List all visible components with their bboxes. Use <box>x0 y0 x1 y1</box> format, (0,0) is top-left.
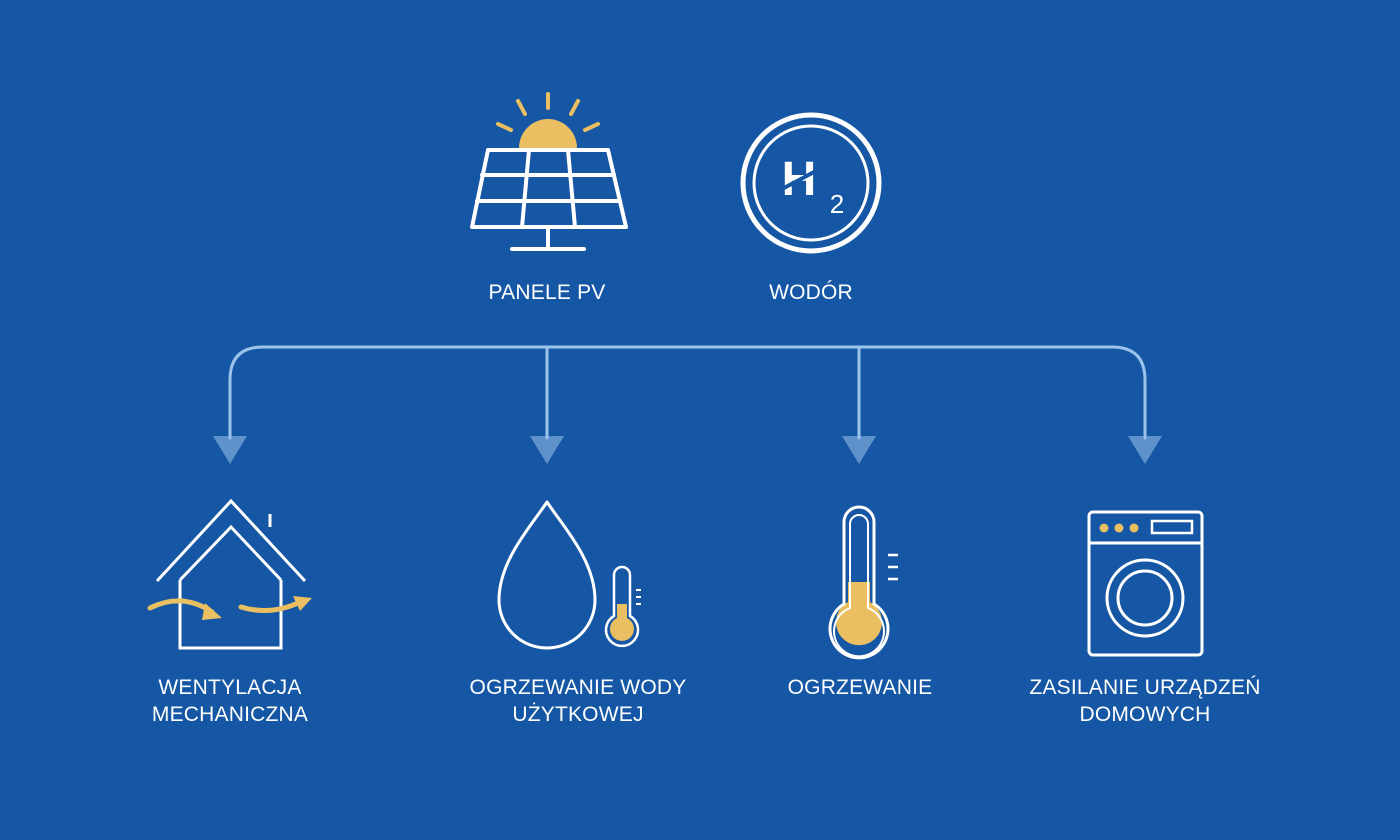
sun-rays <box>496 92 600 132</box>
house-ventilation-icon <box>147 498 312 650</box>
hydrogen-icon: H 2 <box>740 112 882 254</box>
label-panele-pv-text: PANELE PV <box>488 281 606 304</box>
water-drop-shape <box>497 500 597 650</box>
label-wentylacja-line1: WENTYLACJA <box>158 676 302 699</box>
hydrogen-subscript: 2 <box>830 189 844 219</box>
label-wodor-text: WODÓR <box>769 281 853 304</box>
label-ogrzewanie: OGRZEWANIE <box>710 674 1010 701</box>
thermometer-inner <box>833 514 885 658</box>
small-thermometer-outline <box>604 565 640 648</box>
thermometer-outer <box>828 505 890 660</box>
solar-panel-icon <box>470 92 628 251</box>
washing-machine-icon <box>1087 510 1204 657</box>
label-panele-pv: PANELE PV <box>447 279 647 306</box>
arrow-vent <box>213 436 247 464</box>
label-ogrzewanie-wody-line2: UŻYTKOWEJ <box>512 703 644 726</box>
thermometer-icon <box>828 505 898 660</box>
connector-lines <box>228 345 1147 440</box>
sun-shape <box>519 119 577 148</box>
panel-grid <box>470 148 628 251</box>
arrow-power <box>1128 436 1162 464</box>
water-drop-thermometer-icon <box>497 500 641 650</box>
label-wentylacja: WENTYLACJA MECHANICZNA <box>80 674 380 728</box>
thermometer-liquid <box>836 582 882 646</box>
label-zasilanie-line2: DOMOWYCH <box>1079 703 1211 726</box>
small-thermometer-liquid <box>610 604 634 641</box>
label-wodor: WODÓR <box>711 279 911 306</box>
label-zasilanie-line1: ZASILANIE URZĄDZEŃ <box>1029 676 1261 699</box>
label-wentylacja-line2: MECHANICZNA <box>151 703 309 726</box>
label-zasilanie: ZASILANIE URZĄDZEŃ DOMOWYCH <box>995 674 1295 728</box>
arrow-heads <box>213 436 1162 464</box>
hydrogen-slash <box>783 170 815 190</box>
label-ogrzewanie-wody-line1: OGRZEWANIE WODY <box>469 676 687 699</box>
arrow-water <box>530 436 564 464</box>
arrow-heat <box>842 436 876 464</box>
label-ogrzewanie-wody: OGRZEWANIE WODY UŻYTKOWEJ <box>428 674 728 728</box>
label-ogrzewanie-line1: OGRZEWANIE <box>787 676 933 699</box>
